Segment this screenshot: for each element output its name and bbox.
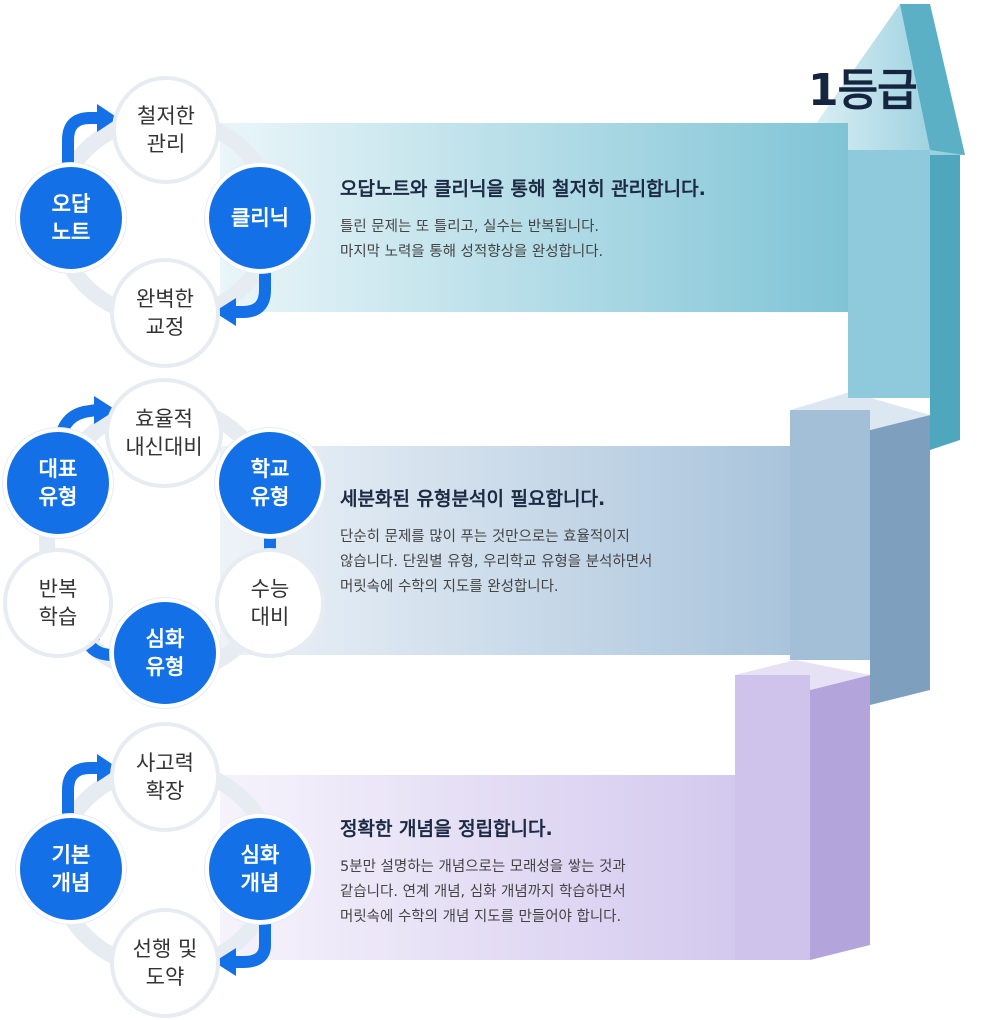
cycle-node-preview-leap: 선행 및 도약 <box>110 908 220 1018</box>
node-label: 개념 <box>51 871 91 895</box>
cycle-node-advanced-type: 심화 유형 <box>110 598 220 708</box>
stage-text-line: 머릿속에 수학의 지도를 완성합니다. <box>340 579 559 595</box>
stage-middle-description: 세분화된 유형분석이 필요합니다. 단순히 문제를 많이 푸는 것만으로는 효율… <box>340 484 652 600</box>
stage-headline: 오답노트와 클리닉을 통해 철저히 관리합니다. <box>340 178 706 200</box>
node-label: 선행 및 <box>132 937 198 961</box>
stage-text-line: 5분만 설명하는 개념으로는 모래성을 쌓는 것과 <box>340 859 626 875</box>
node-label: 노트 <box>51 220 91 244</box>
cycle-node-efficient-school-exam: 효율적 내신대비 <box>105 378 223 488</box>
node-label: 오답 <box>51 192 91 216</box>
cycle-node-clinic: 클리닉 <box>205 163 315 273</box>
cycle-node-wrong-answer-note: 오답 노트 <box>16 163 126 273</box>
cycle-node-advanced-concept: 심화 개념 <box>205 814 315 924</box>
cycle-node-school-type: 학교 유형 <box>215 428 325 538</box>
stage-headline: 세분화된 유형분석이 필요합니다. <box>340 488 606 510</box>
node-label: 유형 <box>250 485 290 509</box>
node-label: 심화 <box>145 627 185 651</box>
grade-label: 1등급 <box>808 65 918 116</box>
step-bottom <box>220 660 870 960</box>
node-label: 확장 <box>145 779 185 803</box>
stage-headline: 정확한 개념을 정립합니다. <box>340 818 553 840</box>
node-label: 도약 <box>145 965 185 989</box>
stage-bottom-description: 정확한 개념을 정립합니다. 5분만 설명하는 개념으로는 모래성을 쌓는 것과… <box>340 814 626 930</box>
node-label: 효율적 <box>135 407 193 431</box>
cycle-node-basic-concept: 기본 개념 <box>16 814 126 924</box>
node-label: 대표 <box>38 457 78 481</box>
node-label: 유형 <box>145 655 185 679</box>
stage-top-description: 오답노트와 클리닉을 통해 철저히 관리합니다. 틀린 문제는 또 틀리고, 실… <box>340 174 706 265</box>
node-label: 대비 <box>250 605 290 629</box>
cycle-node-repeat-learning: 반복 학습 <box>3 548 113 658</box>
node-label: 수능 <box>250 577 290 601</box>
cycle-node-perfect-correction: 완벽한 교정 <box>110 258 220 368</box>
cycle-node-thinking-expansion: 사고력 확장 <box>110 722 220 832</box>
node-label: 심화 <box>240 843 280 867</box>
node-label: 유형 <box>38 485 78 509</box>
stage-text-line: 않습니다. 단원별 유형, 우리학교 유형을 분석하면서 <box>340 554 653 570</box>
node-label: 완벽한 <box>136 287 194 311</box>
node-label: 학교 <box>250 457 290 481</box>
node-label: 클리닉 <box>231 206 289 230</box>
stage-text-line: 단순히 문제를 많이 푸는 것만으로는 효율적이지 <box>340 529 630 545</box>
stage-text-line: 머릿속에 수학의 개념 지도를 만들어야 합니다. <box>340 909 622 925</box>
stage-text-line: 틀린 문제는 또 틀리고, 실수는 반복됩니다. <box>340 219 600 235</box>
node-label: 기본 <box>51 843 91 867</box>
stage-text-line: 마지막 노력을 통해 성적향상을 완성합니다. <box>340 244 604 260</box>
node-label: 반복 <box>38 577 78 601</box>
node-label: 교정 <box>145 315 185 339</box>
step-middle <box>220 392 930 705</box>
node-label: 개념 <box>240 871 280 895</box>
node-label: 철저한 <box>137 104 195 128</box>
node-label: 학습 <box>38 605 78 629</box>
cycle-node-suneung-prep: 수능 대비 <box>215 548 325 658</box>
cycle-node-thorough-management: 철저한 관리 <box>112 76 220 184</box>
cycle-node-representative-type: 대표 유형 <box>3 428 113 538</box>
node-label: 내신대비 <box>125 435 203 459</box>
stage-text-line: 같습니다. 연계 개념, 심화 개념까지 학습하면서 <box>340 884 626 900</box>
step-top <box>220 4 965 450</box>
node-label: 관리 <box>146 132 186 156</box>
node-label: 사고력 <box>136 751 194 775</box>
